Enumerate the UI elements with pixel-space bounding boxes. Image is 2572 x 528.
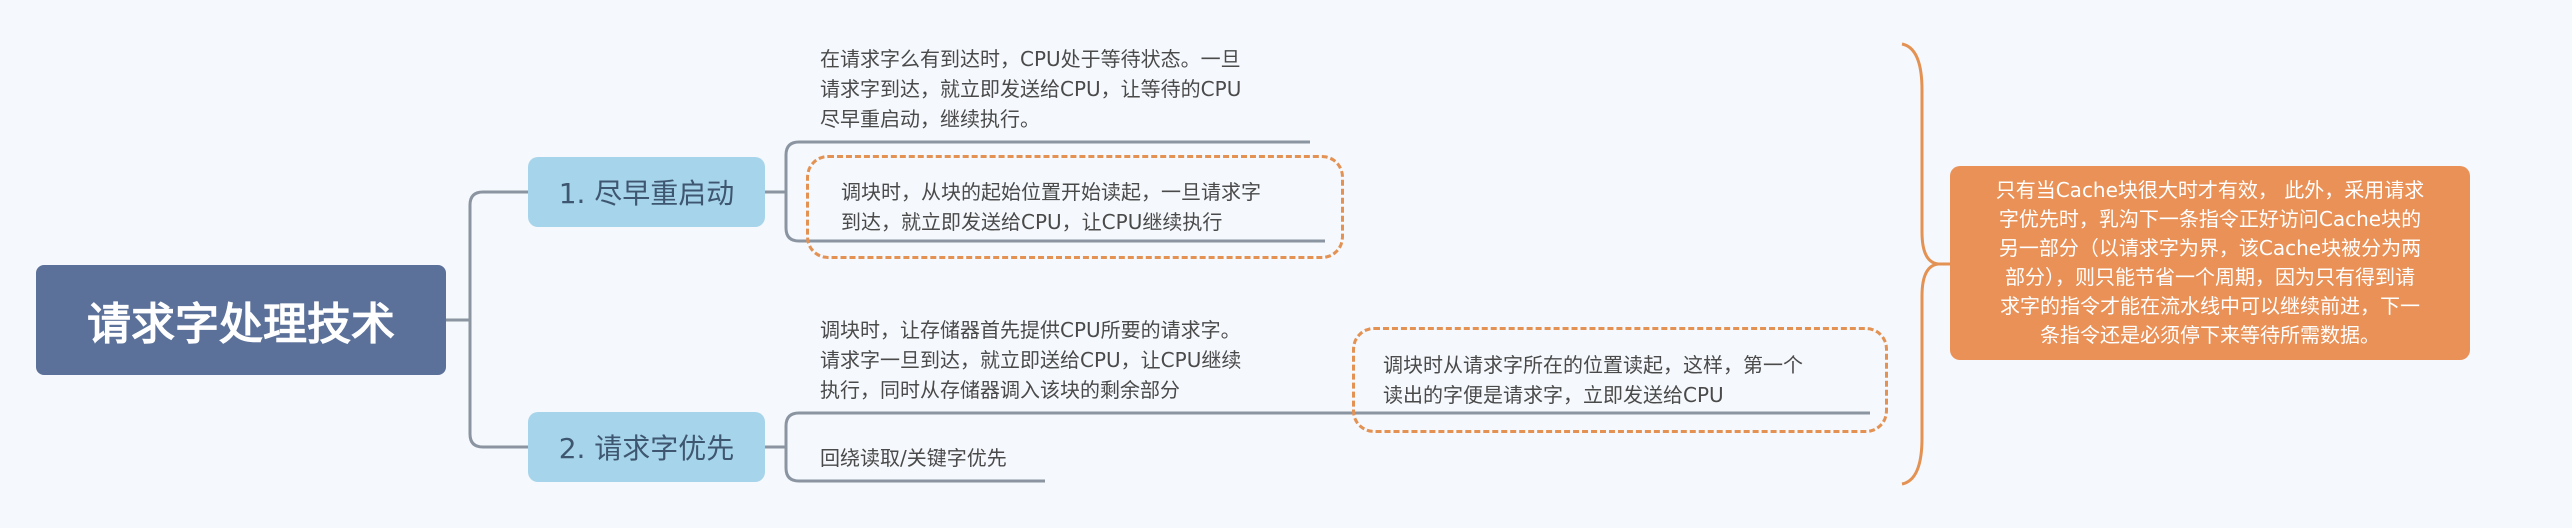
summary-note[interactable]: 只有当Cache块很大时才有效， 此外，采用请求 字优先时，乳沟下一条指令正好访… (1950, 166, 2470, 360)
summary-brace (1901, 42, 1939, 486)
note-text: 调块时从请求字所在的位置读起，这样，第一个 读出的字便是请求字，立即发送给CPU (1383, 353, 1803, 407)
connector-root-branch1 (446, 190, 528, 322)
note-requested-word-first-description[interactable]: 调块时，让存储器首先提供CPU所要的请求字。 请求字一旦到达，就立即送给CPU，… (820, 318, 1242, 402)
note-text: 调块时，从块的起始位置开始读起，一旦请求字 到达，就立即发送给CPU，让CPU继… (841, 180, 1261, 234)
branch-requested-word-first[interactable]: 2. 请求字优先 (528, 412, 765, 482)
root-node[interactable]: 请求字处理技术 (36, 265, 446, 375)
branch-label: 1. 尽早重启动 (558, 177, 735, 210)
branch-label: 2. 请求字优先 (558, 432, 735, 465)
connector-branch2-note3 (765, 411, 1352, 449)
summary-text: 只有当Cache块很大时才有效， 此外，采用请求 字优先时，乳沟下一条指令正好访… (1995, 178, 2425, 347)
root-title: 请求字处理技术 (87, 299, 395, 350)
connector-branch1-note2 (765, 190, 1325, 243)
branch-early-restart[interactable]: 1. 尽早重启动 (528, 157, 765, 227)
connector-branch1-note1 (765, 140, 1310, 194)
note-wraparound-critical-word[interactable]: 回绕读取/关键字优先 (820, 446, 1007, 470)
note-early-restart-block-read[interactable]: 调块时，从块的起始位置开始读起，一旦请求字 到达，就立即发送给CPU，让CPU继… (806, 155, 1344, 259)
connector-branch2-note4 (765, 445, 1045, 483)
note-requested-word-first-detail[interactable]: 调块时从请求字所在的位置读起，这样，第一个 读出的字便是请求字，立即发送给CPU (1352, 327, 1888, 433)
connector-root-branch2 (446, 318, 528, 449)
note-early-restart-description[interactable]: 在请求字么有到达时，CPU处于等待状态。一旦 请求字到达，就立即发送给CPU，让… (820, 47, 1242, 131)
